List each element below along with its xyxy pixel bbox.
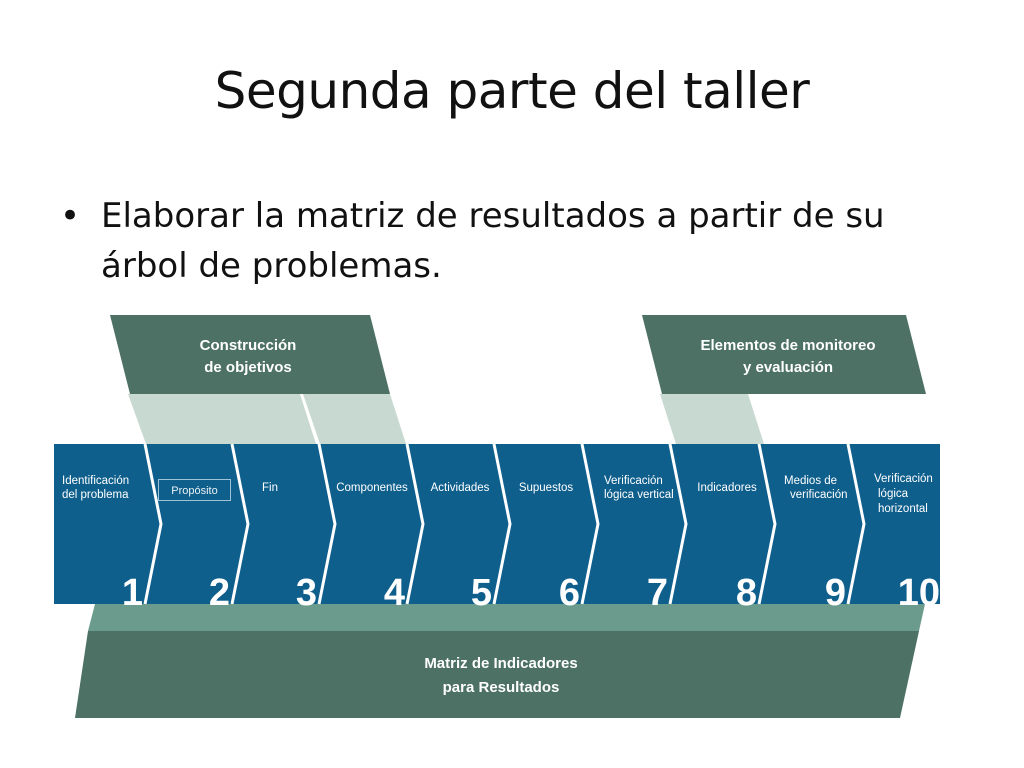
step-labels: Identificación del problema Fin Componentes… bbox=[62, 473, 933, 515]
step-6-label-line-1: Supuestos bbox=[519, 482, 574, 494]
step-1-label-line-2: del problema bbox=[62, 489, 129, 501]
step-number-3: 3 bbox=[296, 572, 317, 614]
top-left-banner bbox=[110, 315, 390, 394]
bottom-banner-line-2: para Resultados bbox=[443, 679, 560, 696]
chevron-separators bbox=[143, 443, 866, 605]
step-number-9: 9 bbox=[825, 572, 846, 614]
main-band bbox=[54, 444, 940, 604]
proposito-label: Propósito bbox=[158, 479, 231, 501]
connector-band-1 bbox=[128, 394, 236, 444]
step-9-label-line-2: verificación bbox=[790, 489, 848, 501]
step-number-4: 4 bbox=[384, 572, 405, 614]
step-8-label-line-1: Indicadores bbox=[697, 482, 757, 494]
step-5-label-line-1: Actividades bbox=[431, 482, 490, 494]
slide-title: Segunda parte del taller bbox=[214, 62, 810, 120]
bullet-text: Elaborar la matriz de resultados a parti… bbox=[101, 196, 885, 286]
step-10-label-line-2: lógica bbox=[878, 488, 909, 500]
step-9-label-line-1: Medios de bbox=[784, 475, 837, 487]
bottom-banner-line-1: Matriz de Indicadores bbox=[424, 655, 577, 672]
bullet-dot: • bbox=[60, 196, 81, 236]
step-7-label-line-1: Verificación bbox=[604, 475, 663, 487]
step-number-6: 6 bbox=[559, 572, 580, 614]
step-1-label-line-1: Identificación bbox=[62, 475, 129, 487]
step-numbers: 1 2 3 4 5 6 7 8 9 10 bbox=[122, 572, 940, 614]
connector-band-3 bbox=[303, 394, 406, 444]
top-left-banner-line-1: Construcción bbox=[200, 337, 297, 354]
step-number-7: 7 bbox=[647, 572, 668, 614]
step-7-label-line-2: lógica vertical bbox=[604, 489, 674, 501]
bottom-banner-strip bbox=[88, 604, 925, 631]
step-10-label-line-3: horizontal bbox=[878, 503, 928, 515]
step-number-8: 8 bbox=[736, 572, 757, 614]
connector-band-2 bbox=[218, 394, 316, 444]
step-4-label-line-1: Componentes bbox=[336, 482, 408, 494]
step-number-5: 5 bbox=[471, 572, 492, 614]
step-number-2: 2 bbox=[209, 572, 230, 614]
top-right-banner-line-2: y evaluación bbox=[743, 359, 833, 376]
top-right-banner bbox=[642, 315, 926, 394]
top-right-banner-line-1: Elementos de monitoreo bbox=[700, 337, 875, 354]
step-10-label-line-1: Verificación bbox=[874, 473, 933, 485]
step-number-10: 10 bbox=[898, 572, 940, 614]
top-left-banner-line-2: de objetivos bbox=[204, 359, 292, 376]
step-3-label-line-1: Fin bbox=[262, 482, 278, 494]
connector-band-4 bbox=[660, 394, 764, 444]
bottom-banner bbox=[75, 631, 919, 718]
step-number-1: 1 bbox=[122, 572, 143, 614]
